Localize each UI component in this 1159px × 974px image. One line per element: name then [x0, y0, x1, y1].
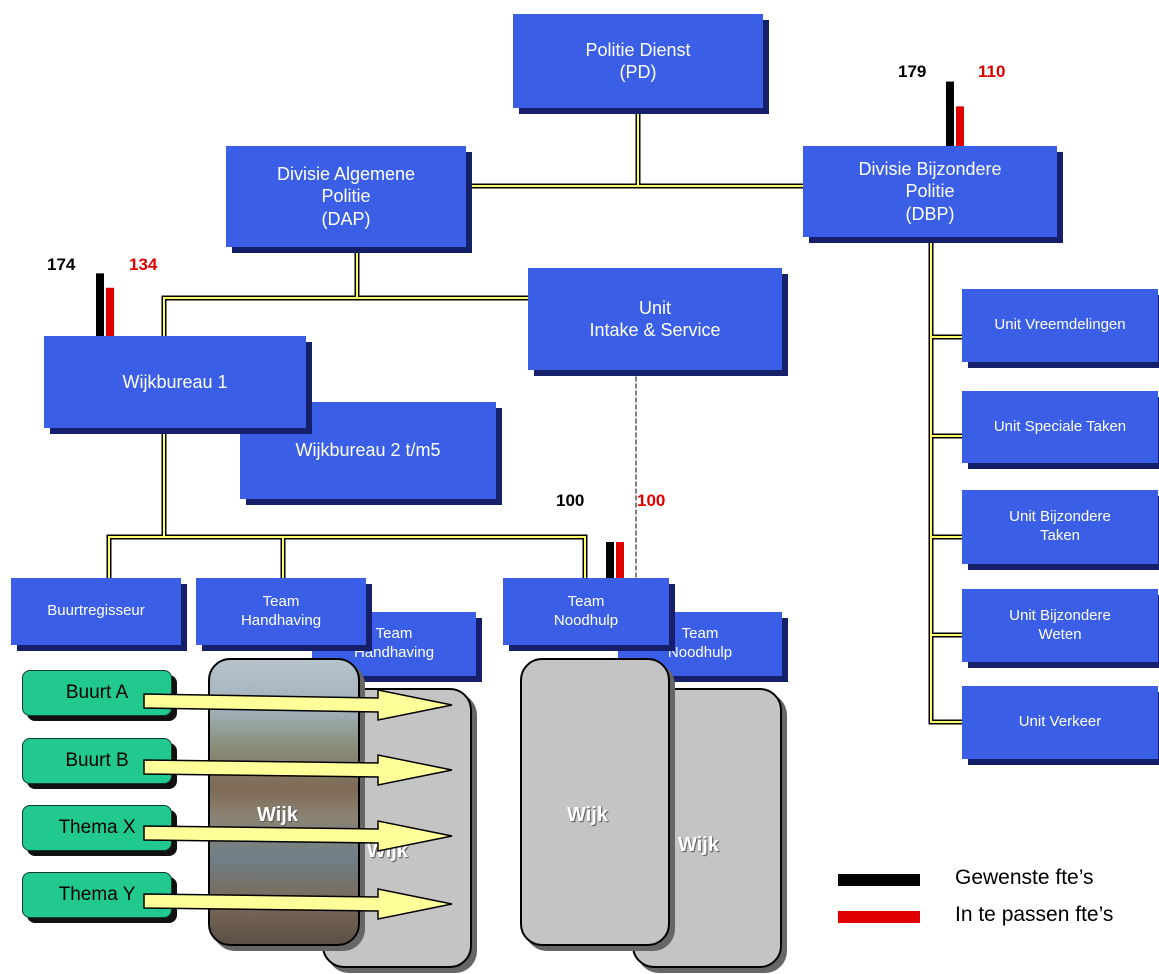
arrow-thema-x	[143, 820, 453, 852]
politie-dienst-box: Politie Dienst (PD)	[513, 14, 763, 108]
fte-wijkbureau-gewenst-label: 174	[47, 255, 76, 274]
fte-bar-gewenst-wijkbureau	[96, 273, 104, 336]
buurtregisseur-box: Buurtregisseur	[11, 578, 181, 645]
wijk-label-1: Wijk	[257, 804, 298, 826]
fte-noodhulp-in-te-passen-label: 100	[637, 491, 666, 510]
fte-dbp-in-te-passen-label: 110	[978, 62, 1006, 81]
fte-noodhulp-gewenst-label: 100	[556, 491, 585, 510]
fte-bar-in-te-passen-wijkbureau	[106, 287, 114, 336]
unit-speciale-taken-box: Unit Speciale Taken	[962, 391, 1158, 463]
legend-gewenst-label: Gewenste fte’s	[955, 866, 1094, 889]
team-handhaving-box: Team Handhaving	[196, 578, 366, 645]
wijk-label-2: Wijk	[567, 804, 608, 826]
legend-in-te-passen-label: In te passen fte’s	[955, 903, 1114, 926]
wijkbureau-1-box: Wijkbureau 1	[44, 336, 306, 428]
dbp-box: Divisie Bijzondere Politie (DBP)	[803, 146, 1057, 237]
fte-bar-in-te-passen-dbp	[956, 106, 964, 146]
arrow-thema-y	[143, 888, 453, 920]
unit-vreemdelingen-box: Unit Vreemdelingen	[962, 289, 1158, 362]
arrow-buurt-a	[143, 689, 453, 721]
unit-intake-box: Unit Intake & Service	[528, 268, 782, 370]
unit-verkeer-box: Unit Verkeer	[962, 686, 1158, 759]
fte-bar-gewenst-noodhulp	[606, 542, 614, 578]
input-thema-x: Thema X	[22, 805, 172, 851]
wijk-noodhulp-front	[520, 658, 670, 946]
dap-box: Divisie Algemene Politie (DAP)	[226, 146, 466, 247]
fte-bar-in-te-passen-noodhulp	[616, 542, 624, 578]
unit-bijzondere-taken-box: Unit Bijzondere Taken	[962, 490, 1158, 564]
fte-bar-gewenst-dbp	[946, 81, 954, 146]
unit-bijzondere-weten-box: Unit Bijzondere Weten	[962, 589, 1158, 662]
fte-dbp-gewenst-label: 179	[898, 62, 927, 81]
wijk-label-4: Wijk	[678, 834, 719, 856]
team-noodhulp-box: Team Noodhulp	[503, 578, 669, 645]
legend-in-te-passen-swatch	[838, 911, 920, 923]
fte-wijkbureau-in-te-passen-label: 134	[129, 255, 158, 274]
legend-gewenst-swatch	[838, 874, 920, 886]
arrow-buurt-b	[143, 754, 453, 786]
